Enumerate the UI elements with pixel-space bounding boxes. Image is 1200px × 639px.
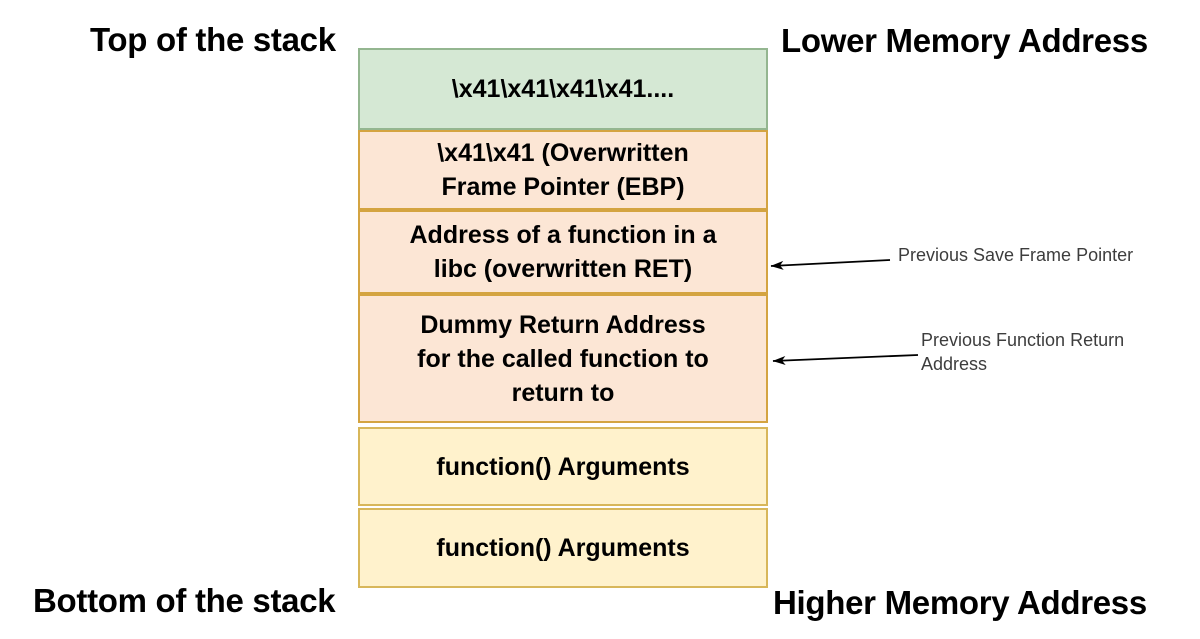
annotation-previous-save-frame-pointer: Previous Save Frame Pointer <box>898 245 1134 265</box>
stack-cell-overwritten-frame-pointer: \x41\x41 (Overwritten Frame Pointer (EBP… <box>358 130 768 210</box>
stack-cell-function-arguments-1: function() Arguments <box>358 427 768 506</box>
arrow-to-dummy-return-address <box>772 354 919 365</box>
arrow-to-overwritten-ret <box>770 259 891 270</box>
annotation-previous-function-return-address: Previous Function Return Address <box>921 330 1125 374</box>
lower-memory-address-label: Lower Memory Address <box>781 22 1148 59</box>
higher-memory-address-label: Higher Memory Address <box>773 584 1147 621</box>
stack-cell-function-arguments-2: function() Arguments <box>358 508 768 588</box>
stack-cell-overflow-payload: \x41\x41\x41\x41.... <box>358 48 768 130</box>
stack-cell-overwritten-ret: Address of a function in a libc (overwri… <box>358 210 768 294</box>
stack-cell-dummy-return-address: Dummy Return Address for the called func… <box>358 294 768 423</box>
bottom-of-stack-label: Bottom of the stack <box>33 582 336 619</box>
top-of-stack-label: Top of the stack <box>90 21 336 58</box>
